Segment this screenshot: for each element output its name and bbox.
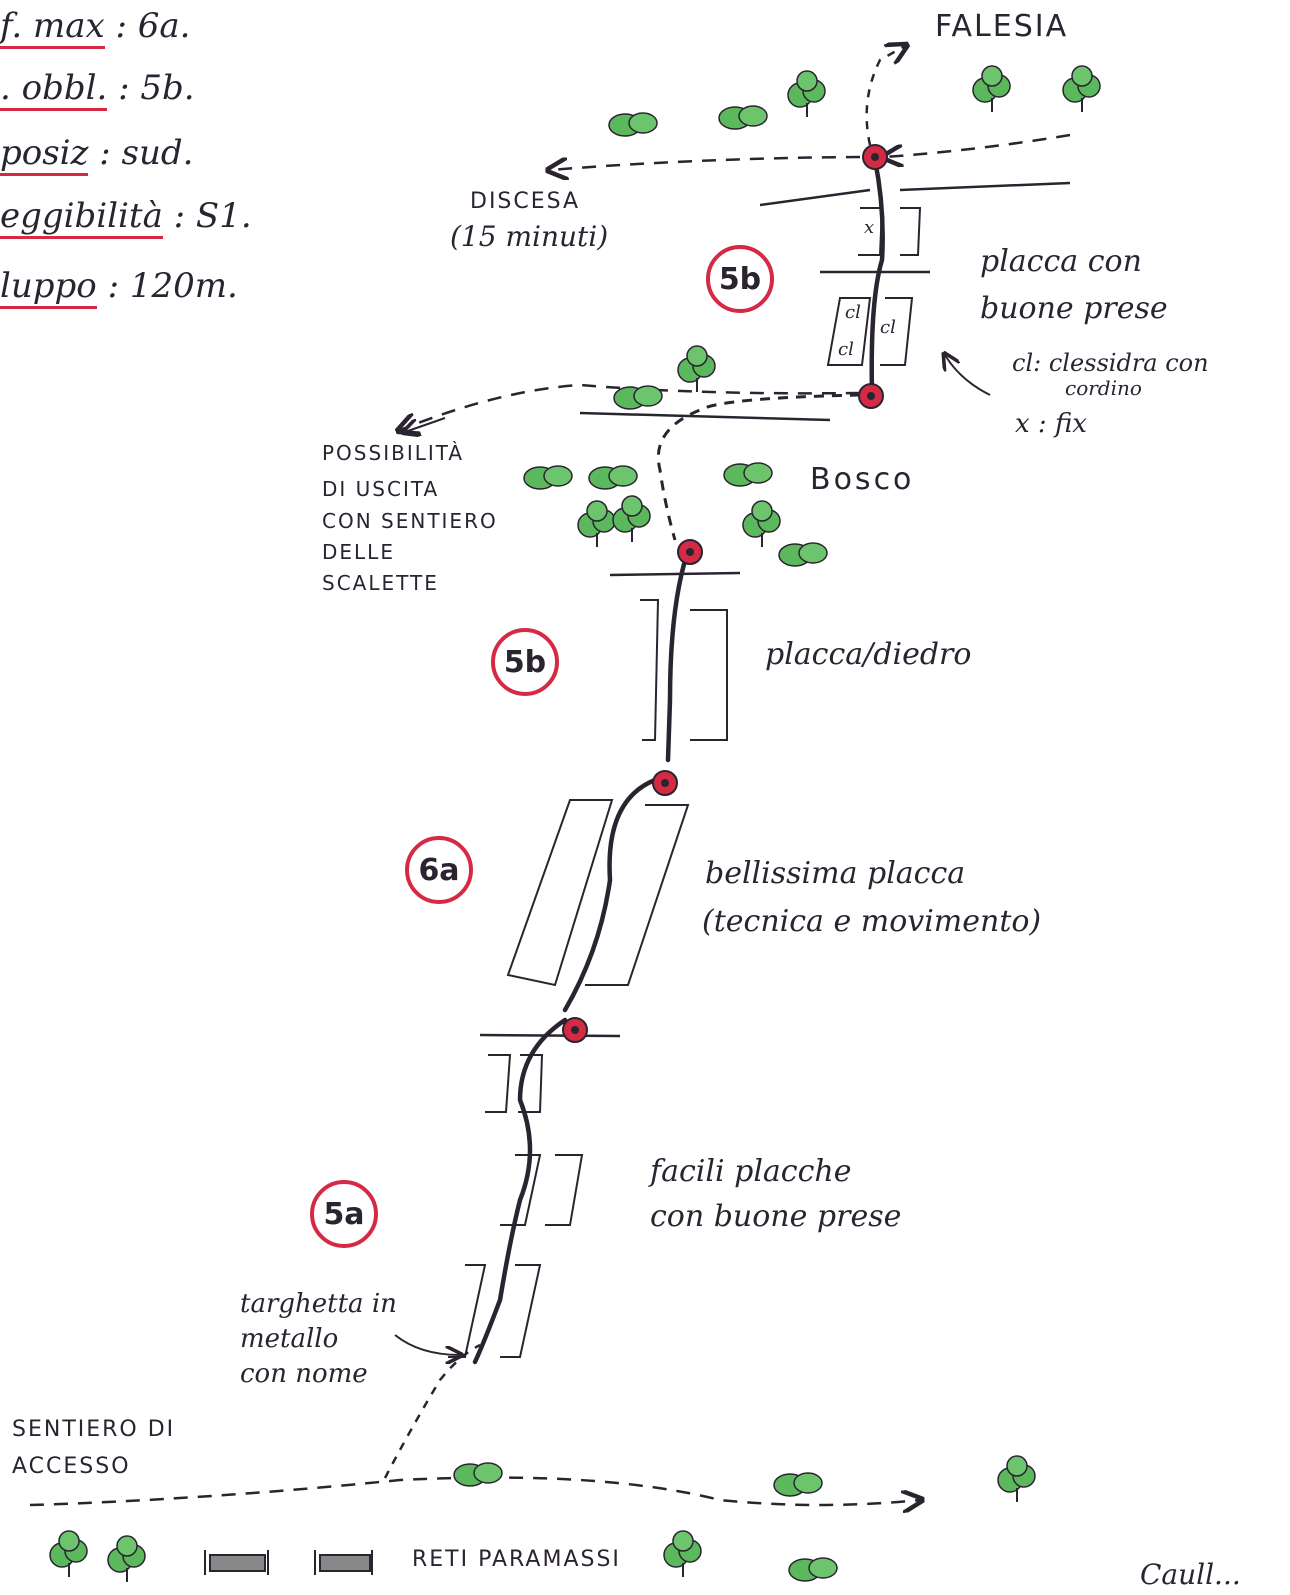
- reti-paramassi-label: RETI PARAMASSI: [412, 1547, 621, 1572]
- clessidra-mark-3: cl: [880, 317, 896, 338]
- path-access-trail: [29, 1476, 920, 1506]
- path-top-left: [550, 155, 861, 170]
- clessidra-mark-2: cl: [838, 339, 854, 360]
- rockfall-nets: [204, 1550, 373, 1575]
- grade-badge-pitch2: 6a: [405, 836, 473, 904]
- possibilita-arrow: [405, 417, 446, 432]
- grade-badge-pitch1: 5a: [310, 1180, 378, 1248]
- legend-clessidra: cl: clessidra con: [1012, 349, 1209, 377]
- discesa-time: (15 minuti): [450, 220, 609, 253]
- grade-badge-pitch3: 5b: [491, 628, 559, 696]
- info-row-fmax: f. max : 6a.: [0, 6, 190, 49]
- possibilita-line1: POSSIBILITÀ: [322, 441, 465, 465]
- sentiero-line2: ACCESSO: [12, 1454, 131, 1479]
- tecnica-movimento-label: (tecnica e movimento): [702, 904, 1042, 939]
- info-row-posiz: posiz : sud.: [0, 133, 193, 176]
- info-row-obbl: . obbl. : 5b.: [0, 68, 195, 111]
- falesia-label: FALESIA: [935, 9, 1069, 44]
- discesa-label: DISCESA: [470, 189, 581, 214]
- targhetta-arrow: [394, 1334, 460, 1355]
- legend-fix: x : fix: [1015, 409, 1087, 439]
- targhetta-line1: targhetta in: [240, 1289, 397, 1319]
- possibilita-line5: SCALETTE: [322, 571, 439, 595]
- path-top-right: [885, 133, 1071, 157]
- signature: Caull...: [1140, 1558, 1241, 1591]
- path-approach: [383, 1343, 481, 1479]
- belay-1: [862, 144, 888, 170]
- legend-cordino: cordino: [1065, 376, 1142, 400]
- path-to-falesia: [865, 46, 905, 146]
- belay-2: [858, 383, 884, 409]
- belay-4: [652, 770, 678, 796]
- sentiero-line1: SENTIERO DI: [12, 1417, 176, 1442]
- buone-prese-label: buone prese: [980, 291, 1168, 326]
- belay-3: [677, 539, 703, 565]
- grade-badge-pitch4: 5b: [706, 245, 774, 313]
- info-row-leggibilita: eggibilità : S1.: [0, 196, 252, 239]
- route-line: [472, 157, 885, 1365]
- belay-5: [562, 1017, 588, 1043]
- possibilita-line3: CON SENTIERO: [322, 509, 498, 533]
- bellissima-placca-label: bellissima placca: [705, 856, 966, 891]
- info-row-sviluppo: luppo : 120m.: [0, 266, 238, 309]
- possibilita-line4: DELLE: [322, 540, 395, 564]
- bosco-label: Bosco: [810, 462, 915, 497]
- targhetta-line2: metallo: [240, 1324, 339, 1354]
- placca-diedro-label: placca/diedro: [765, 637, 972, 672]
- legend-arrow: [945, 355, 991, 396]
- clessidra-mark-1: cl: [845, 302, 861, 323]
- path-bosco: [656, 393, 861, 541]
- ledges: [479, 181, 1071, 1038]
- path-mid-left: [400, 383, 861, 430]
- possibilita-line2: DI USCITA: [322, 477, 440, 501]
- rock-outlines: [448, 207, 922, 1358]
- placca-con-label: placca con: [980, 244, 1142, 279]
- facili-placche-label: facili placche: [650, 1154, 852, 1189]
- targhetta-line3: con nome: [240, 1359, 368, 1389]
- con-buone-prese-label: con buone prese: [650, 1199, 902, 1234]
- fix-mark: x: [864, 217, 875, 238]
